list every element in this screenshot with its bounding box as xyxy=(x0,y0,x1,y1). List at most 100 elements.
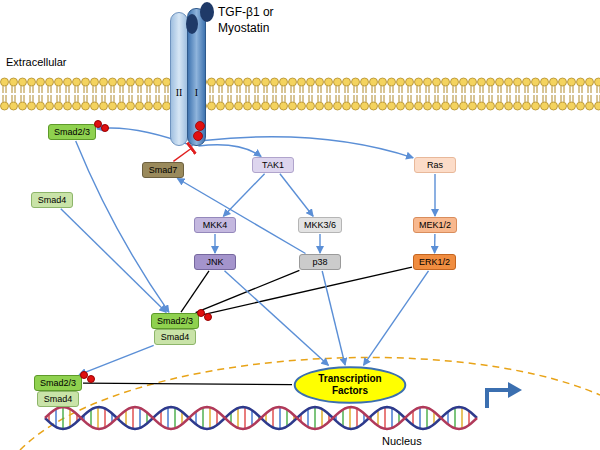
base-pair xyxy=(160,411,162,425)
base-pair xyxy=(286,410,288,427)
base-pair xyxy=(272,409,274,428)
base-pair xyxy=(237,408,239,428)
protein-box: Ras xyxy=(414,157,456,173)
dna-strand xyxy=(45,407,477,429)
node-text: I xyxy=(195,87,198,98)
base-pair xyxy=(174,408,176,429)
node-text: MKK3/6 xyxy=(304,220,336,230)
activation-arrow xyxy=(280,174,313,216)
base-pair xyxy=(55,409,57,427)
base-pair xyxy=(251,410,253,426)
protein-box: Smad4 xyxy=(154,329,196,345)
activation-arrow xyxy=(434,174,435,216)
base-pair xyxy=(461,407,463,428)
activation-arrow xyxy=(61,209,166,313)
base-pair xyxy=(90,410,92,427)
interaction-line xyxy=(181,271,209,312)
node-text: MKK4 xyxy=(203,220,228,230)
node-text: Transcription Factors xyxy=(307,373,393,397)
interaction-line xyxy=(200,267,412,315)
node-text: Smad4 xyxy=(161,332,190,342)
base-pair xyxy=(377,410,379,426)
node-text: JNK xyxy=(206,257,223,267)
phosphate xyxy=(87,375,95,383)
base-pair xyxy=(244,407,246,429)
base-pair xyxy=(384,407,386,429)
protein-box: Smad2/3 xyxy=(151,313,199,329)
dna-helix xyxy=(45,407,477,429)
protein-box: Smad4 xyxy=(31,192,73,208)
label: Nucleus xyxy=(382,434,422,448)
transcription-arrowhead xyxy=(508,382,522,398)
base-pair xyxy=(468,411,470,425)
node-text: p38 xyxy=(312,257,327,267)
interaction-line xyxy=(83,383,292,384)
protein-box: p38 xyxy=(299,254,341,270)
base-pair xyxy=(62,407,64,429)
base-pair xyxy=(69,409,71,427)
receptor: I xyxy=(187,8,206,146)
base-pair xyxy=(356,409,358,428)
base-pair xyxy=(279,407,281,429)
protein-box: MEK1/2 xyxy=(413,217,457,233)
node-text: ERK1/2 xyxy=(419,257,450,267)
activation-arrow xyxy=(225,271,329,366)
phosphate xyxy=(194,132,203,141)
node-text: TAK1 xyxy=(262,160,284,170)
ligand xyxy=(200,2,214,22)
transcription-arrow xyxy=(487,390,510,408)
activation-arrow xyxy=(198,145,261,157)
activation-arrow xyxy=(178,179,306,254)
node-text: Smad2/3 xyxy=(54,127,90,137)
base-pair xyxy=(321,409,323,427)
activation-arrow xyxy=(434,234,436,253)
base-pair xyxy=(419,407,421,428)
phosphate xyxy=(204,313,212,321)
node-text: Smad2/3 xyxy=(157,316,193,326)
base-pair xyxy=(216,411,218,425)
node-text: Ras xyxy=(427,160,443,170)
phosphate xyxy=(101,124,109,132)
activation-arrow xyxy=(319,234,320,253)
activation-arrow xyxy=(79,345,153,374)
node-text: Smad7 xyxy=(149,165,178,175)
node-text: Smad4 xyxy=(38,195,67,205)
protein-box: Smad2/3 xyxy=(34,375,82,391)
activation-arrow xyxy=(223,174,264,217)
factor-ellipse: Transcription Factors xyxy=(293,366,407,404)
base-pair xyxy=(391,408,393,428)
protein-box: TAK1 xyxy=(252,157,294,173)
label: TGF-β1 or Myostatin xyxy=(218,4,290,36)
base-pair xyxy=(139,408,141,428)
activation-arrow xyxy=(364,271,429,365)
node-text: Smad2/3 xyxy=(40,378,76,388)
protein-box: ERK1/2 xyxy=(413,254,456,270)
base-pair xyxy=(307,409,309,427)
nuclear-envelope xyxy=(20,357,600,450)
base-pair xyxy=(454,408,456,429)
receptor: II xyxy=(170,12,188,146)
base-pair xyxy=(97,407,99,429)
activation-arrow xyxy=(204,137,413,158)
protein-box: Smad7 xyxy=(142,162,184,178)
activation-arrow xyxy=(214,234,215,253)
base-pair xyxy=(202,408,204,429)
base-pair xyxy=(125,410,127,426)
base-pair xyxy=(412,411,414,425)
node-text: Smad4 xyxy=(44,394,73,404)
protein-box: Smad2/3 xyxy=(48,124,96,140)
base-pair xyxy=(426,408,428,429)
protein-box: Smad4 xyxy=(37,391,79,407)
cell-membrane xyxy=(0,77,600,111)
base-pair xyxy=(104,409,106,428)
activation-arrow xyxy=(322,271,345,365)
protein-box: MKK3/6 xyxy=(298,217,342,233)
base-pair xyxy=(167,407,169,428)
protein-box: MKK4 xyxy=(194,217,236,233)
dna-strand xyxy=(45,407,477,429)
base-pair xyxy=(342,410,344,427)
node-text: MEK1/2 xyxy=(419,220,451,230)
ligand xyxy=(186,14,198,34)
base-pair xyxy=(349,407,351,429)
